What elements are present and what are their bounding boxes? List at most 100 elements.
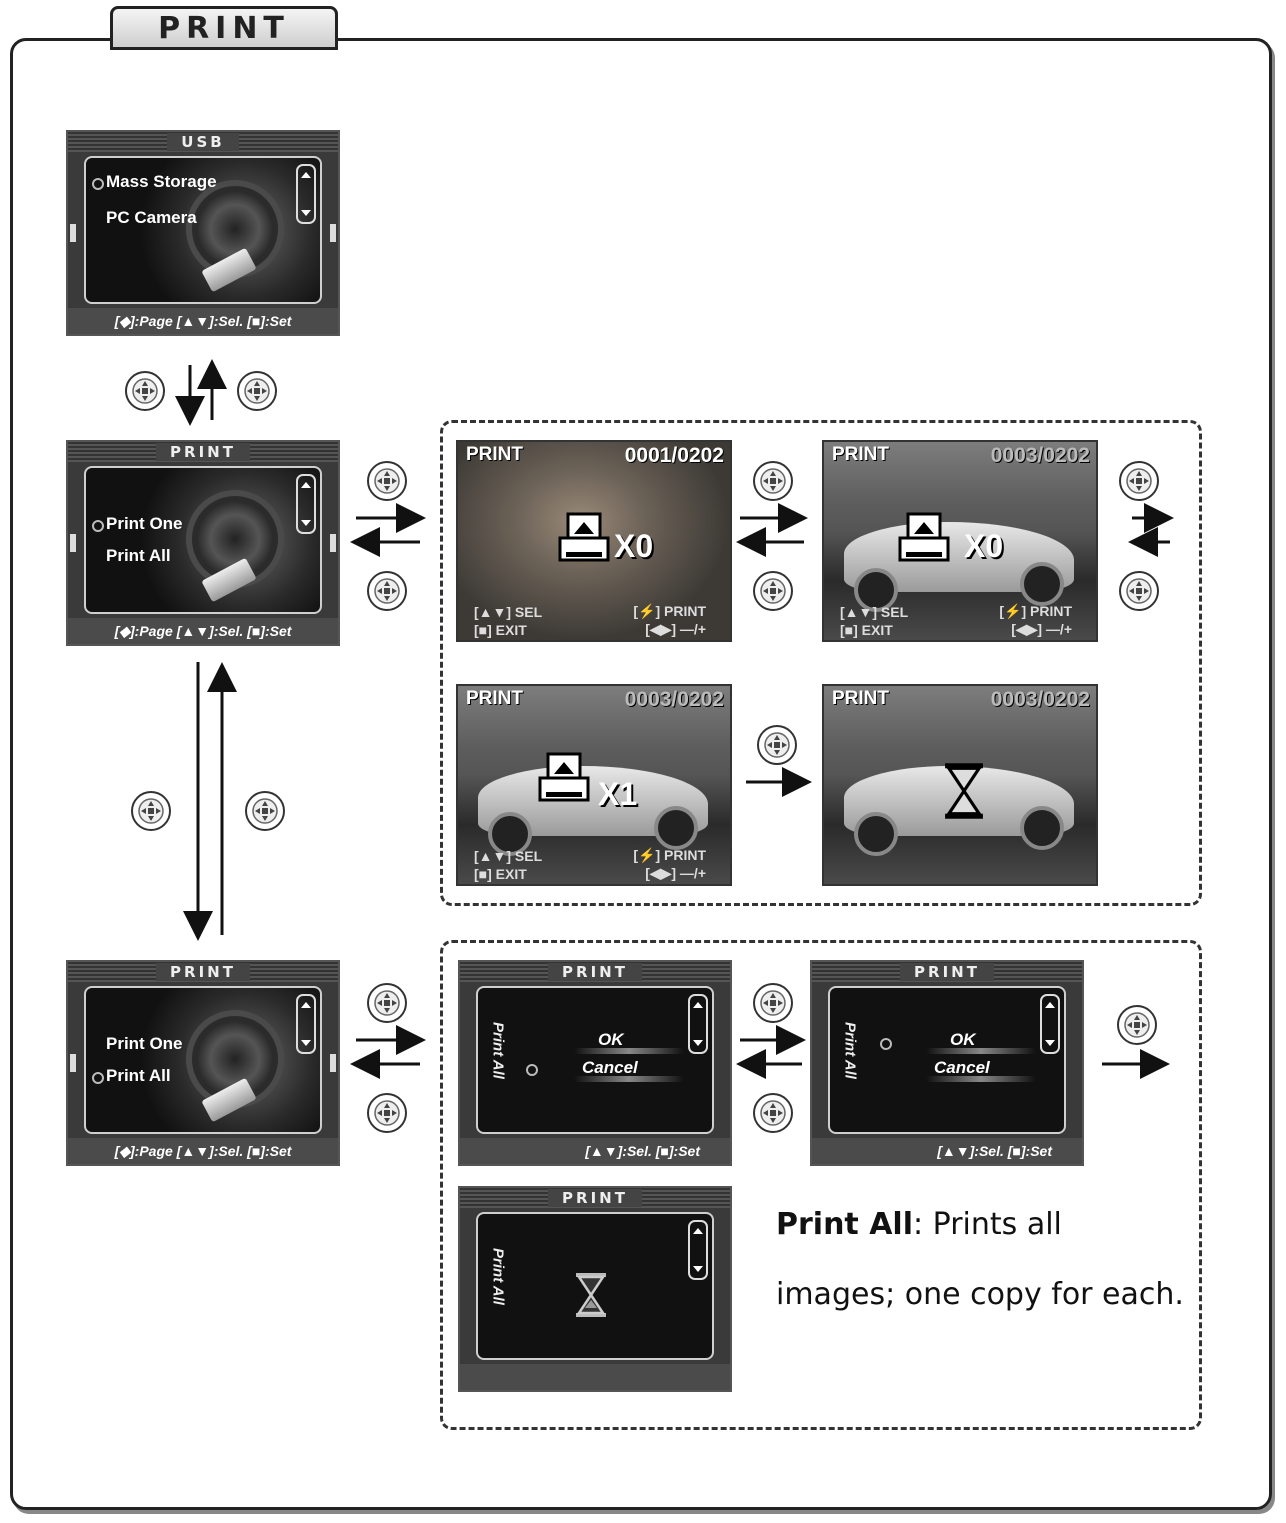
- nav-pad-icon: [753, 571, 793, 611]
- screen-footer: [460, 1364, 730, 1390]
- cancel-option[interactable]: Cancel: [934, 1058, 990, 1077]
- printer-icon: [898, 512, 950, 562]
- print-all-progress-screen: PRINT Print All: [458, 1186, 732, 1392]
- option-highlight: [574, 1076, 684, 1082]
- copy-quantity: X1: [598, 776, 638, 812]
- menu-option[interactable]: PC Camera: [106, 208, 197, 227]
- screen-footer: [◆]:Page [▲▼]:Sel. [■]:Set: [68, 618, 338, 644]
- nav-pad-icon: [125, 371, 165, 411]
- hint-exit: [■] EXIT: [840, 622, 893, 638]
- diagram-frame: [10, 38, 1272, 1510]
- screen-footer: [◆]:Page [▲▼]:Sel. [■]:Set: [68, 1138, 338, 1164]
- scrollbar[interactable]: [296, 164, 316, 224]
- photo-counter: 0003/0202: [990, 444, 1090, 467]
- scrollbar[interactable]: [1040, 994, 1060, 1054]
- nav-pad-icon: [367, 461, 407, 501]
- left-arrow-icon: [70, 534, 76, 552]
- screen-footer: [◆]:Page [▲▼]:Sel. [■]:Set: [68, 308, 338, 334]
- wheel-graphic: [654, 806, 698, 850]
- hint-print: [⚡] PRINT: [633, 603, 706, 619]
- photo-screen-3: PRINT 0003/0202 X1 [▲▼] SEL [■] EXIT [⚡]…: [456, 684, 732, 886]
- menu-option[interactable]: Print All: [106, 1066, 171, 1085]
- photo-title: PRINT: [466, 688, 523, 709]
- right-arrow-icon: [330, 224, 336, 242]
- scrollbar[interactable]: [688, 994, 708, 1054]
- photo-counter: 0003/0202: [624, 688, 724, 711]
- photo-title: PRINT: [832, 444, 889, 465]
- photo-title: PRINT: [832, 688, 889, 709]
- nav-pad-icon: [757, 725, 797, 765]
- selection-dot: [92, 178, 104, 190]
- selection-dot: [92, 1072, 104, 1084]
- selection-dot: [526, 1064, 538, 1076]
- hint-exit: [■] EXIT: [474, 622, 527, 638]
- screen-footer: [▲▼]:Sel. [■]:Set: [460, 1138, 730, 1164]
- nav-pad-icon: [753, 1093, 793, 1133]
- print-all-description: Print All: Prints all images; one copy f…: [776, 1190, 1186, 1330]
- nav-pad-icon: [753, 983, 793, 1023]
- hint-select: [▲▼] SEL: [474, 848, 543, 864]
- scrollbar[interactable]: [296, 474, 316, 534]
- menu-option[interactable]: Mass Storage: [106, 172, 217, 191]
- description-term: Print All: [776, 1207, 913, 1242]
- screen-header: PRINT: [900, 963, 994, 981]
- screen-header: PRINT: [548, 963, 642, 981]
- printer-icon: [558, 512, 610, 562]
- usb-menu-screen: USB Mass Storage PC Camera [◆]:Page [▲▼]…: [66, 130, 340, 336]
- menu-option[interactable]: Print One: [106, 514, 183, 533]
- nav-pad-icon: [237, 371, 277, 411]
- hint-select: [▲▼] SEL: [474, 604, 543, 620]
- nav-pad-icon: [1119, 461, 1159, 501]
- cancel-option[interactable]: Cancel: [582, 1058, 638, 1077]
- nav-pad-icon: [367, 571, 407, 611]
- left-arrow-icon: [70, 1054, 76, 1072]
- option-highlight: [926, 1048, 1036, 1054]
- ok-option[interactable]: OK: [950, 1030, 976, 1049]
- right-arrow-icon: [330, 1054, 336, 1072]
- description-text: : Prints all images; one copy for each.: [776, 1207, 1184, 1312]
- right-arrow-icon: [330, 534, 336, 552]
- menu-option[interactable]: Print All: [106, 546, 171, 565]
- hourglass-icon: [576, 1273, 606, 1317]
- menu-option[interactable]: Print One: [106, 1034, 183, 1053]
- wheel-graphic: [1020, 562, 1064, 606]
- screen-footer: [▲▼]:Sel. [■]:Set: [812, 1138, 1082, 1164]
- photo-screen-2: PRINT 0003/0202 X0 [▲▼] SEL [■] EXIT [⚡]…: [822, 440, 1098, 642]
- photo-screen-1: PRINT 0001/0202 X0 [▲▼] SEL [■] EXIT [⚡]…: [456, 440, 732, 642]
- nav-pad-icon: [1119, 571, 1159, 611]
- screen-header: USB: [167, 133, 239, 151]
- printer-icon: [538, 752, 590, 802]
- print-one-group: [440, 420, 1202, 906]
- print-menu-screen-print-one: PRINT Print One Print All [◆]:Page [▲▼]:…: [66, 440, 340, 646]
- ok-option[interactable]: OK: [598, 1030, 624, 1049]
- nav-pad-icon: [753, 461, 793, 501]
- hint-quantity: [◀▶] —/+: [645, 865, 706, 881]
- nav-pad-icon: [245, 791, 285, 831]
- left-arrow-icon: [70, 224, 76, 242]
- selection-dot: [880, 1038, 892, 1050]
- wheel-graphic: [854, 568, 898, 612]
- photo-counter: 0001/0202: [624, 444, 724, 467]
- option-highlight: [574, 1048, 684, 1054]
- print-all-confirm-screen-1: PRINT Print All OK Cancel [▲▼]:Sel. [■]:…: [458, 960, 732, 1166]
- nav-pad-icon: [1117, 1005, 1157, 1045]
- screen-header: PRINT: [548, 1189, 642, 1207]
- print-all-group: [440, 940, 1202, 1430]
- screen-header: PRINT: [156, 963, 250, 981]
- scrollbar[interactable]: [296, 994, 316, 1054]
- copy-quantity: X0: [964, 528, 1004, 564]
- print-menu-screen-print-all: PRINT Print One Print All [◆]:Page [▲▼]:…: [66, 960, 340, 1166]
- wheel-graphic: [488, 812, 532, 856]
- hint-print: [⚡] PRINT: [633, 847, 706, 863]
- hint-exit: [■] EXIT: [474, 866, 527, 882]
- wheel-graphic: [854, 812, 898, 856]
- hint-select: [▲▼] SEL: [840, 604, 909, 620]
- nav-pad-icon: [131, 791, 171, 831]
- print-all-confirm-screen-2: PRINT Print All OK Cancel [▲▼]:Sel. [■]:…: [810, 960, 1084, 1166]
- scrollbar[interactable]: [688, 1220, 708, 1280]
- screen-header: PRINT: [156, 443, 250, 461]
- hint-print: [⚡] PRINT: [999, 603, 1072, 619]
- photo-counter: 0003/0202: [990, 688, 1090, 711]
- nav-pad-icon: [367, 983, 407, 1023]
- hint-quantity: [◀▶] —/+: [645, 621, 706, 637]
